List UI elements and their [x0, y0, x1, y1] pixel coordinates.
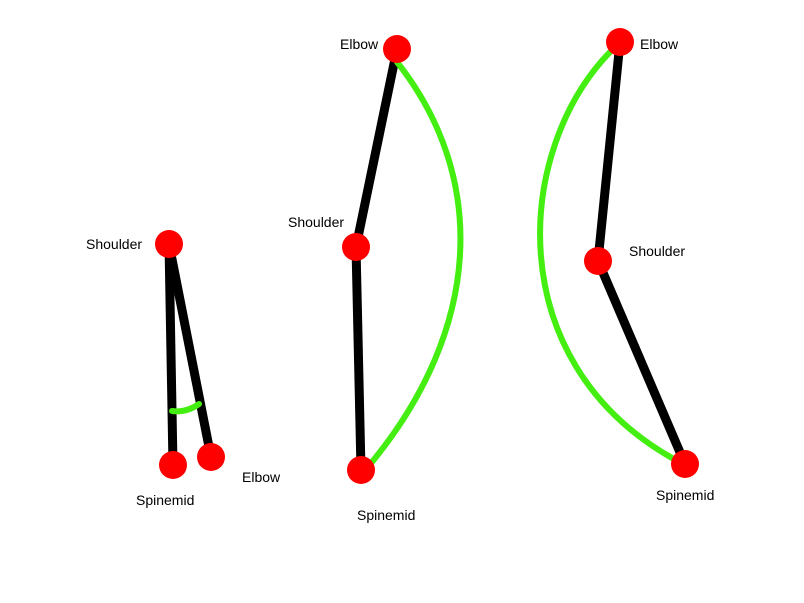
shoulder-label: Shoulder — [288, 214, 344, 230]
torso-bone — [164, 239, 178, 470]
angle-arc — [169, 401, 202, 415]
figure-raised-arc-left: Elbow Shoulder Spinemid — [537, 28, 714, 503]
elbow-joint — [197, 443, 225, 471]
shoulder-joint — [155, 230, 183, 258]
elbow-joint — [383, 35, 411, 63]
shoulder-joint — [584, 247, 612, 275]
figure-raised-arc-right: Elbow Shoulder Spinemid — [288, 35, 464, 523]
shoulder-label: Shoulder — [86, 236, 142, 252]
elbow-label: Elbow — [340, 36, 379, 52]
arm-bone — [164, 239, 216, 462]
spinemid-joint — [159, 451, 187, 479]
angle-arc — [537, 49, 675, 461]
elbow-joint — [606, 28, 634, 56]
spinemid-label: Spinemid — [136, 492, 194, 508]
shoulder-label: Shoulder — [629, 243, 685, 259]
torso-bone — [351, 242, 366, 475]
spinemid-label: Spinemid — [357, 507, 415, 523]
arm-bone — [593, 37, 625, 266]
figure-small-angle: Shoulder Elbow Spinemid — [86, 230, 281, 508]
elbow-label: Elbow — [640, 36, 679, 52]
shoulder-joint — [342, 233, 370, 261]
spinemid-label: Spinemid — [656, 487, 714, 503]
torso-bone — [593, 256, 690, 469]
elbow-label: Elbow — [242, 469, 281, 485]
arm-bone — [351, 44, 402, 252]
spinemid-joint — [671, 450, 699, 478]
angle-arc — [369, 59, 464, 465]
spinemid-joint — [347, 456, 375, 484]
